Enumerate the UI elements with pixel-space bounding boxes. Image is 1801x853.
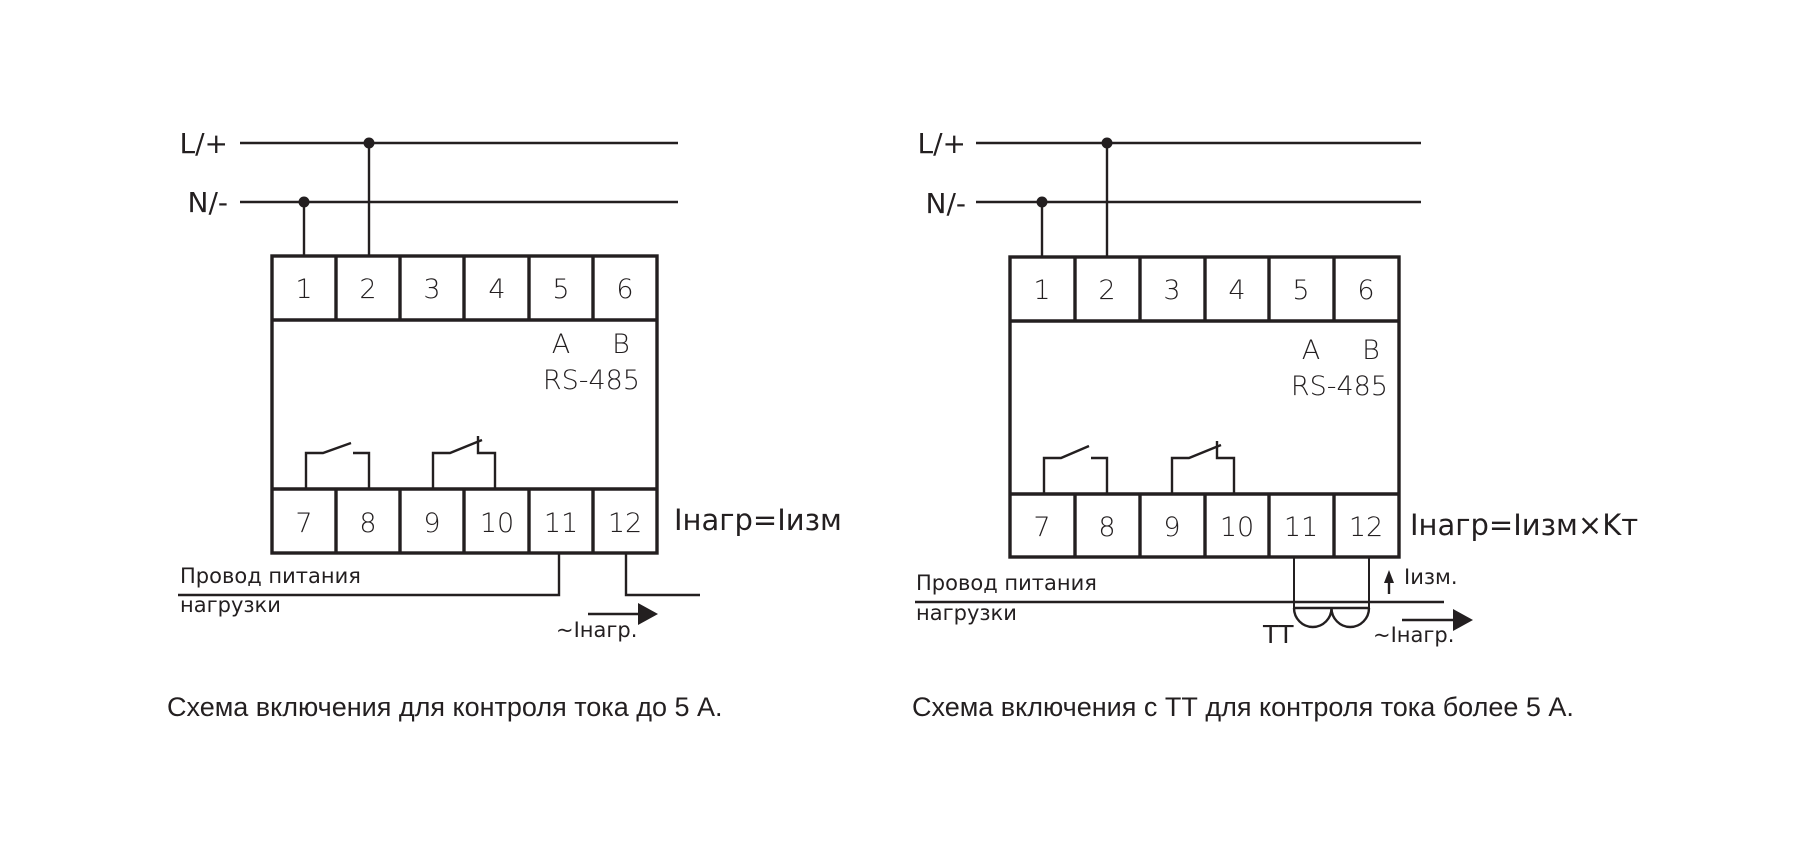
rs485-a-label: A (1302, 335, 1320, 366)
line-l-label: L/+ (180, 127, 229, 160)
terminal-7: 7 (1033, 512, 1050, 543)
measured-current-arrow-icon (1384, 570, 1394, 594)
wire-label-line2: нагрузки (180, 593, 281, 617)
terminal-12: 12 (608, 508, 642, 539)
line-n-label: N/- (926, 187, 966, 220)
current-direction-arrow-icon (1402, 609, 1473, 631)
load-wire-out (624, 553, 700, 597)
load-current-label: ~Iнагр. (1373, 623, 1454, 647)
bottom-terminal-separators (1073, 494, 1336, 557)
formula: Iнагр=Iизм×Kт (1410, 508, 1638, 542)
current-transformer-icon (1292, 557, 1371, 629)
load-wire-in (178, 553, 561, 597)
rs485-b-label: B (612, 329, 630, 360)
relay-2-changeover-contact-icon (431, 436, 497, 489)
formula: Iнагр=Iизм (674, 503, 842, 537)
terminal-8: 8 (359, 508, 376, 539)
measured-current-label: Iизм. (1404, 565, 1458, 589)
terminal-11: 11 (544, 508, 578, 539)
terminal-3: 3 (1163, 275, 1180, 306)
rs485-label: RS-485 (1291, 371, 1388, 402)
terminal-9: 9 (1163, 512, 1180, 543)
ct-label: ТТ (1262, 620, 1294, 649)
terminal-10: 10 (1220, 512, 1254, 543)
relay-1-no-contact-icon (304, 441, 371, 489)
load-current-label: ~Iнагр. (556, 618, 637, 642)
diagram-direct: L/+ N/- 1 2 3 4 5 6 7 (167, 127, 842, 722)
top-terminal-separators (1073, 257, 1336, 321)
terminal-7: 7 (295, 508, 312, 539)
terminal-5: 5 (1292, 275, 1309, 306)
terminal-2: 2 (1098, 275, 1115, 306)
terminal-6: 6 (1357, 275, 1374, 306)
terminal-6: 6 (616, 274, 633, 305)
wire-label-line1: Провод питания (916, 571, 1097, 595)
terminal-3: 3 (423, 274, 440, 305)
line-l-label: L/+ (918, 127, 967, 160)
relay-1-no-contact-icon (1042, 444, 1109, 494)
terminal-11: 11 (1284, 512, 1318, 543)
relay-2-changeover-contact-icon (1170, 441, 1236, 494)
terminal-8: 8 (1098, 512, 1115, 543)
wire-label-line1: Провод питания (180, 564, 361, 588)
caption: Схема включения для контроля тока до 5 А… (167, 692, 723, 722)
terminal-1: 1 (295, 274, 312, 305)
wire-label-line2: нагрузки (916, 601, 1017, 625)
rs485-b-label: B (1362, 335, 1380, 366)
terminal-12: 12 (1349, 512, 1383, 543)
rs485-label: RS-485 (543, 365, 640, 396)
rs485-a-label: A (552, 329, 570, 360)
terminal-10: 10 (480, 508, 514, 539)
terminal-1: 1 (1033, 275, 1050, 306)
terminal-2: 2 (359, 274, 376, 305)
line-n-label: N/- (188, 186, 228, 219)
top-terminal-separators (334, 256, 595, 320)
terminal-4: 4 (488, 274, 505, 305)
terminal-4: 4 (1228, 275, 1245, 306)
terminal-9: 9 (423, 508, 440, 539)
terminal-5: 5 (552, 274, 569, 305)
caption: Схема включения с ТТ для контроля тока б… (912, 692, 1574, 722)
bottom-terminal-separators (334, 489, 595, 553)
diagram-with-ct: L/+ N/- 1 2 3 4 5 6 7 8 (912, 127, 1638, 722)
current-direction-arrow-icon (588, 603, 658, 625)
